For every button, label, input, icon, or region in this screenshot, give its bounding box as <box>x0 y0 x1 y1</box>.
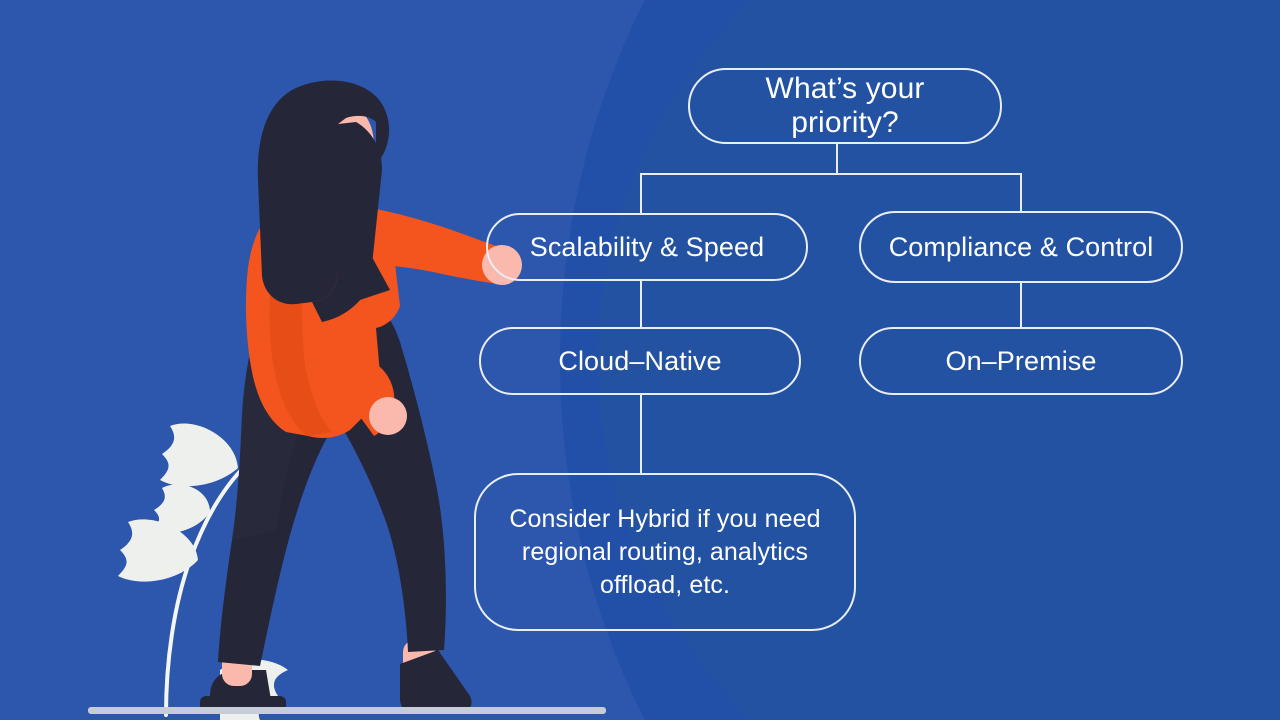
connector-compliance-to-onpremise <box>1020 283 1022 328</box>
connector-root-down <box>836 144 838 174</box>
node-compliance-control[interactable]: Compliance & Control <box>859 211 1183 283</box>
node-cloud-native-label: Cloud–Native <box>558 345 722 376</box>
node-hybrid-note[interactable]: Consider Hybrid if you need regional rou… <box>474 473 856 631</box>
connector-cloud-to-hybrid <box>640 395 642 474</box>
ground-line <box>88 707 606 714</box>
node-on-premise[interactable]: On–Premise <box>859 327 1183 395</box>
woman-pointing-illustration <box>70 60 540 720</box>
connector-split-horizontal <box>640 173 1022 175</box>
node-priority[interactable]: What’s your priority? <box>688 68 1002 144</box>
node-scalability-speed-label: Scalability & Speed <box>529 231 765 262</box>
node-on-premise-label: On–Premise <box>945 345 1097 376</box>
node-scalability-speed[interactable]: Scalability & Speed <box>486 213 808 281</box>
connector-scalability-to-cloud <box>640 281 642 328</box>
connector-to-compliance <box>1020 173 1022 212</box>
connector-to-scalability <box>640 173 642 214</box>
node-hybrid-note-label: Consider Hybrid if you need regional rou… <box>509 504 821 599</box>
hand-back <box>369 397 407 435</box>
node-cloud-native[interactable]: Cloud–Native <box>479 327 801 395</box>
node-priority-label: What’s your priority? <box>765 72 925 139</box>
node-compliance-control-label: Compliance & Control <box>888 231 1154 262</box>
